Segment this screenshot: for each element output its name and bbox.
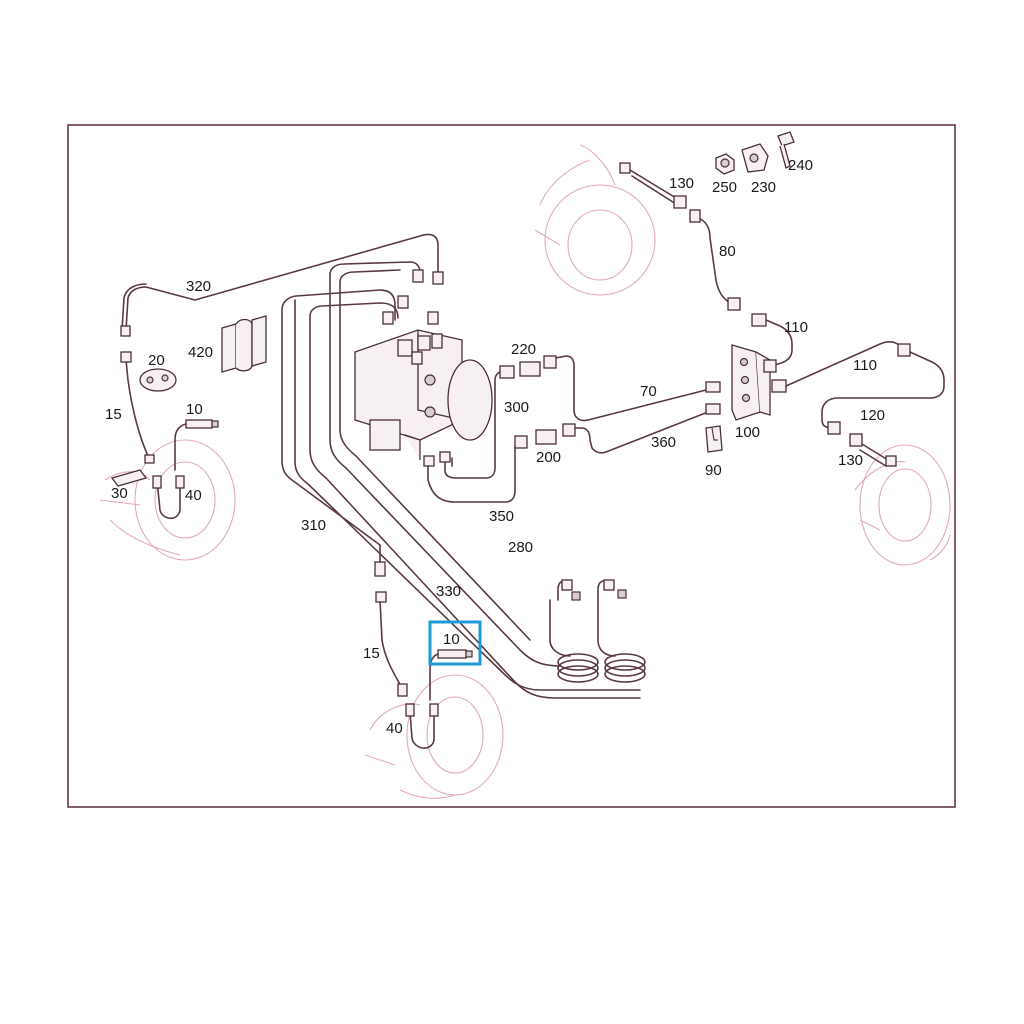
ghost-wheel-front-right [534,144,656,296]
ghost-wheel-rear-left [364,674,504,799]
brake-line-70 [555,355,721,422]
ghost-wheel-rear-right [854,444,951,566]
brake-hose-130-front [619,162,687,209]
callout-220: 220 [511,341,536,358]
brake-line-80 [689,209,741,311]
brake-line-320 [120,233,444,337]
brake-line-15-front [120,351,155,464]
nut-250 [715,153,735,175]
callout-10-rear: 10 [443,631,460,648]
brake-line-350 [423,435,528,503]
coil-left [549,579,599,683]
adapter-220 [519,355,557,377]
brake-line-310 [281,289,396,577]
callout-130-rear-hose: 130 [838,452,863,469]
callout-320: 320 [186,278,211,295]
callout-330: 330 [436,583,461,600]
distribution-bracket-100 [731,344,771,421]
bracket-30 [110,469,148,487]
shim-plates-420 [221,315,267,373]
brake-line-110-right [771,341,945,429]
callout-40-front: 40 [185,487,202,504]
bolt-240 [777,131,795,169]
washer-20 [139,368,177,392]
ghost-wheel-front-left [99,439,236,561]
callout-15-rear: 15 [363,645,380,662]
brake-line-360 [574,403,721,454]
callout-90: 90 [705,462,722,479]
callout-130-front-hose: 130 [669,175,694,192]
coil-right [597,579,646,683]
brake-line-280 [329,261,561,667]
callout-30: 30 [111,485,128,502]
brake-line-330 [294,299,641,699]
callout-15-front: 15 [105,406,122,423]
brake-hose-40-front [152,475,185,520]
clip-90 [705,425,723,453]
callout-360: 360 [651,434,676,451]
callout-200: 200 [536,449,561,466]
adapter-200 [535,423,576,445]
bracket-230 [741,143,769,173]
callout-10-front: 10 [186,401,203,418]
callout-110-top: 110 [784,319,808,336]
brake-hose-40-rear [405,703,439,749]
callout-250: 250 [712,179,737,196]
callout-230: 230 [751,179,776,196]
selected-part-highlight[interactable] [428,620,482,666]
diagram-frame [67,124,956,808]
abs-hydraulic-unit [354,269,493,460]
callout-300: 300 [504,399,529,416]
brake-hose-130-rear [827,421,897,467]
callout-420: 420 [188,344,213,361]
callout-40-rear: 40 [386,720,403,737]
callout-20: 20 [148,352,165,369]
brake-hose-10-front [174,419,219,471]
brake-line-15-rear [375,591,408,697]
brake-line-110-top [751,313,793,373]
brake-line-300 [439,365,515,479]
callout-120: 120 [860,407,885,424]
callout-70: 70 [640,383,657,400]
callout-100: 100 [735,424,760,441]
callout-350: 350 [489,508,514,525]
callout-310: 310 [301,517,326,534]
callout-280: 280 [508,539,533,556]
callout-80: 80 [719,243,736,260]
callout-110-right: 110 [853,357,877,374]
callout-240: 240 [788,157,813,174]
